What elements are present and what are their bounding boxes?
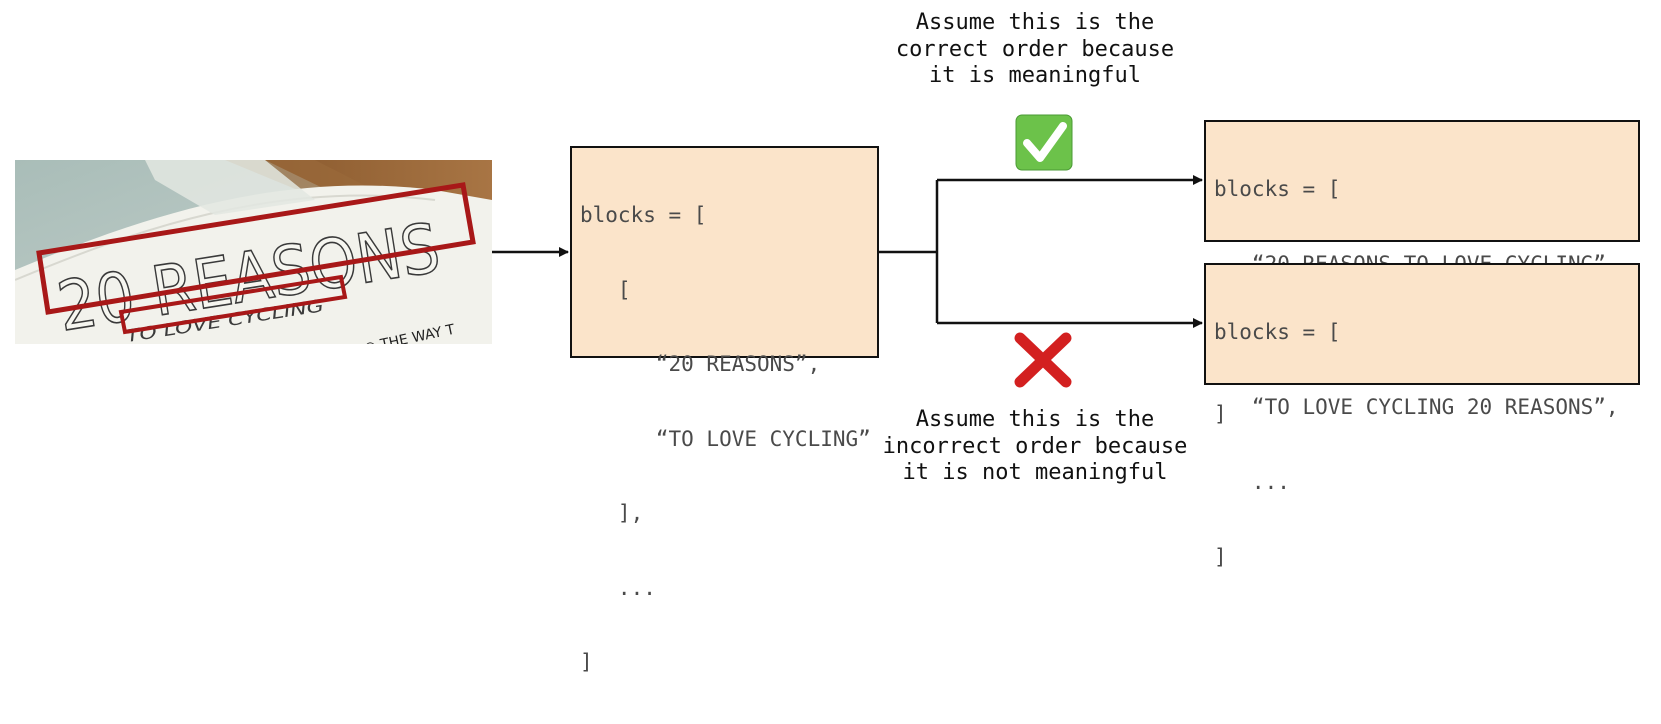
code-line: [ [580, 277, 631, 302]
code-line: “TO LOVE CYCLING 20 REASONS”, [1214, 395, 1619, 419]
incorrect-order-box: blocks = [ “TO LOVE CYCLING 20 REASONS”,… [1204, 263, 1640, 569]
code-line: “20 REASONS”, [580, 352, 821, 376]
code-line: “TO LOVE CYCLING” [580, 426, 871, 451]
code-line: blocks = [ [1214, 177, 1341, 201]
correct-order-note: Assume this is the correct order because… [895, 10, 1175, 88]
extracted-blocks-box: blocks = [ [ “20 REASONS”, “TO LOVE CYCL… [570, 146, 879, 674]
code-line: blocks = [ [580, 203, 707, 227]
incorrect-order-note: Assume this is the incorrect order becau… [882, 407, 1188, 485]
code-line: ] [580, 650, 593, 674]
text-block-box-1 [36, 182, 476, 315]
connector-arrows [492, 114, 1203, 388]
cross-mark-icon [1014, 332, 1072, 388]
code-line: ... [1214, 470, 1290, 494]
code-line: blocks = [ [1214, 320, 1341, 344]
code-line: ... [580, 575, 656, 600]
check-mark-icon [1015, 114, 1073, 171]
code-line: ] [1214, 545, 1227, 569]
text-block-box-2 [118, 274, 348, 335]
code-line: ] [1214, 402, 1227, 426]
sign-photo: 20 REASONS TO LOVE CYCLING ◎ THE WAY T [15, 160, 492, 344]
photo-illustration: 20 REASONS TO LOVE CYCLING ◎ THE WAY T [15, 160, 492, 344]
correct-order-box: blocks = [ “20 REASONS TO LOVE CYCLING”,… [1204, 120, 1640, 426]
diagram: 20 REASONS TO LOVE CYCLING ◎ THE WAY T [15, 10, 1640, 674]
